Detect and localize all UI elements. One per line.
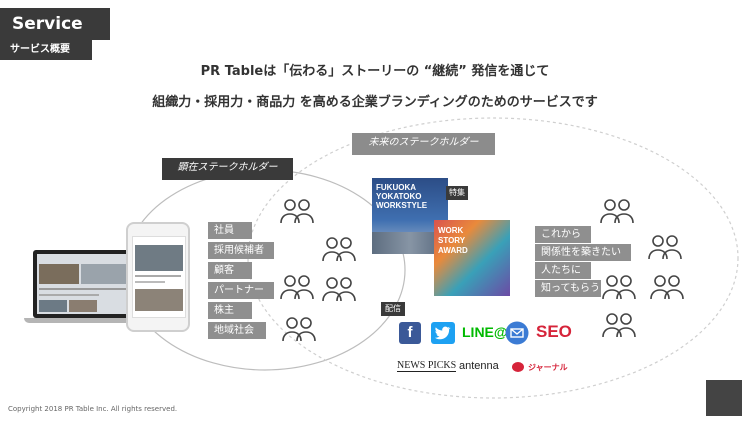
people-group-icon — [280, 275, 314, 300]
people-group-icon — [322, 277, 356, 302]
seo-logo: SEO — [536, 322, 572, 341]
newspicks-logo: NEWS PICKS — [397, 360, 457, 372]
future-item-4: 知ってもらう — [535, 280, 601, 297]
people-group-icon — [280, 199, 314, 224]
headline-line-1: PR Tableは「伝わる」ストーリーの “継続” 発信を通じて — [200, 64, 550, 79]
future-item-2: 関係性を築きたい — [535, 244, 631, 261]
feature-work-story-title: WORK STORY AWARD — [438, 226, 468, 255]
line-logo: LINE@ — [462, 324, 508, 340]
people-group-icon — [322, 237, 356, 262]
corner-decoration — [706, 380, 742, 416]
future-stakeholders-label: 未来のステークホルダー — [352, 133, 495, 155]
people-group-icon — [602, 275, 636, 300]
stakeholder-item-partners: パートナー — [208, 282, 274, 299]
mail-icon — [505, 321, 529, 345]
stakeholder-item-community: 地域社会 — [208, 322, 266, 339]
copyright-text: Copyright 2018 PR Table Inc. All rights … — [8, 405, 178, 413]
feature-fukuoka-title: FUKUOKA YOKATOKO WORKSTYLE — [376, 183, 428, 210]
stakeholder-item-shareholders: 株主 — [208, 302, 252, 319]
people-group-icon — [602, 313, 636, 338]
feature-image-work-story: WORK STORY AWARD — [434, 220, 510, 296]
future-stakeholder-ellipse — [247, 117, 739, 399]
laptop-base — [24, 318, 142, 323]
future-item-1: これから — [535, 226, 591, 243]
service-title: Service — [0, 8, 110, 40]
newspaper-mark-icon — [512, 362, 524, 372]
newspaper-logo: ジャーナル — [528, 363, 568, 372]
people-group-icon — [648, 235, 682, 260]
service-subtitle: サービス概要 — [0, 40, 92, 60]
people-group-icon — [600, 199, 634, 224]
stakeholder-item-candidates: 採用候補者 — [208, 242, 274, 259]
stakeholder-item-customers: 顧客 — [208, 262, 252, 279]
twitter-icon — [431, 322, 455, 344]
people-group-icon — [650, 275, 684, 300]
smartphone-icon — [126, 222, 190, 332]
headline-line-2: 組織力・採用力・商品力 を高める企業ブランディングのためのサービスです — [152, 95, 598, 110]
laptop-icon — [33, 250, 133, 318]
people-group-icon — [282, 317, 316, 342]
future-item-3: 人たちに — [535, 262, 591, 279]
stakeholder-item-employees: 社員 — [208, 222, 252, 239]
feature-tag: 特集 — [446, 186, 468, 200]
antenna-logo: antenna — [459, 360, 499, 372]
current-stakeholders-label: 顕在ステークホルダー — [162, 158, 293, 180]
distribution-tag: 配信 — [381, 302, 405, 316]
facebook-icon: f — [399, 322, 421, 344]
